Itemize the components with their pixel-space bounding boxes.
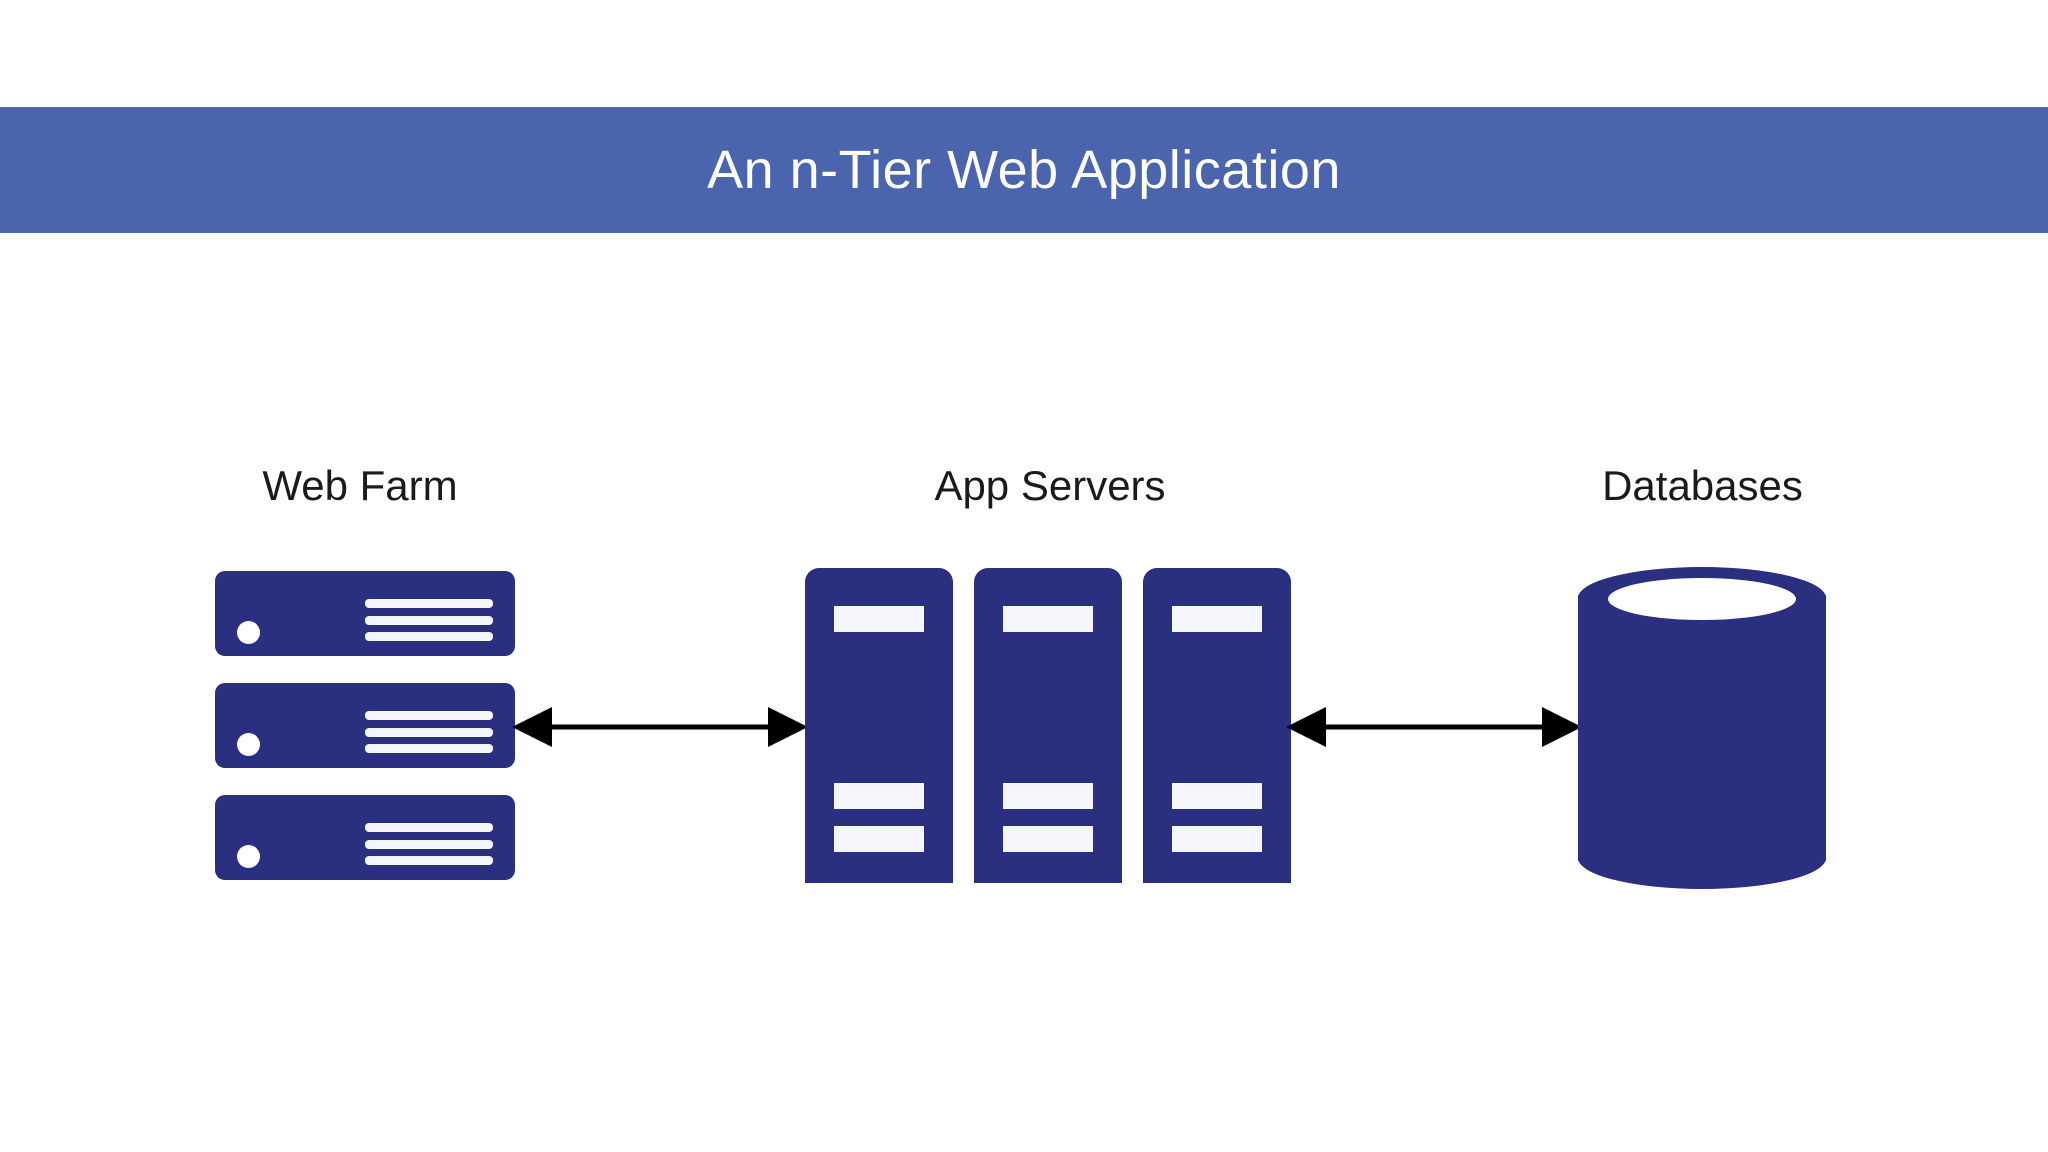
title-banner: An n-Tier Web Application bbox=[0, 107, 2048, 233]
drive-slot-icon bbox=[1172, 826, 1262, 852]
drive-slot-icon bbox=[1003, 606, 1093, 632]
vent-bar bbox=[365, 839, 493, 849]
connector-web-to-app bbox=[512, 705, 808, 749]
app-server-group bbox=[805, 568, 1291, 883]
page-title: An n-Tier Web Application bbox=[707, 140, 1341, 200]
tier-label-web-farm: Web Farm bbox=[262, 462, 458, 509]
double-headed-arrow-icon bbox=[512, 707, 808, 747]
tower-server bbox=[805, 568, 953, 883]
drive-slot-icon bbox=[1003, 783, 1093, 809]
rack-server-unit bbox=[215, 683, 515, 768]
tier-label-app-servers: App Servers bbox=[934, 462, 1166, 509]
drive-slot-icon bbox=[1172, 783, 1262, 809]
tower-server bbox=[1143, 568, 1291, 883]
drive-slot-icon bbox=[1003, 826, 1093, 852]
vent-bars-icon bbox=[365, 599, 493, 641]
connector-app-to-db bbox=[1286, 705, 1582, 749]
drive-slot-icon bbox=[834, 783, 924, 809]
cylinder-top-rim bbox=[1578, 567, 1826, 629]
status-led-icon bbox=[237, 733, 260, 756]
vent-bar bbox=[365, 856, 493, 865]
drive-slot-icon bbox=[1172, 606, 1262, 632]
tower-server bbox=[974, 568, 1122, 883]
cylinder-body bbox=[1578, 595, 1826, 861]
cylinder-top-opening bbox=[1608, 578, 1796, 620]
vent-bars-icon bbox=[365, 711, 493, 753]
status-led-icon bbox=[237, 621, 260, 644]
vent-bar bbox=[365, 599, 493, 608]
rack-server-unit bbox=[215, 795, 515, 880]
vent-bar bbox=[365, 632, 493, 641]
web-farm-server-stack bbox=[215, 571, 515, 881]
drive-slot-icon bbox=[834, 606, 924, 632]
vent-bar bbox=[365, 823, 493, 832]
vent-bars-icon bbox=[365, 823, 493, 865]
vent-bar bbox=[365, 727, 493, 737]
drive-slot-icon bbox=[834, 826, 924, 852]
rack-server-unit bbox=[215, 571, 515, 656]
database-cylinder bbox=[1578, 567, 1826, 889]
tier-label-databases: Databases bbox=[1602, 462, 1803, 509]
status-led-icon bbox=[237, 845, 260, 868]
vent-bar bbox=[365, 744, 493, 753]
vent-bar bbox=[365, 615, 493, 625]
double-headed-arrow-icon bbox=[1286, 707, 1582, 747]
vent-bar bbox=[365, 711, 493, 720]
architecture-diagram: Web Farm App Servers Databases bbox=[0, 233, 2048, 1152]
